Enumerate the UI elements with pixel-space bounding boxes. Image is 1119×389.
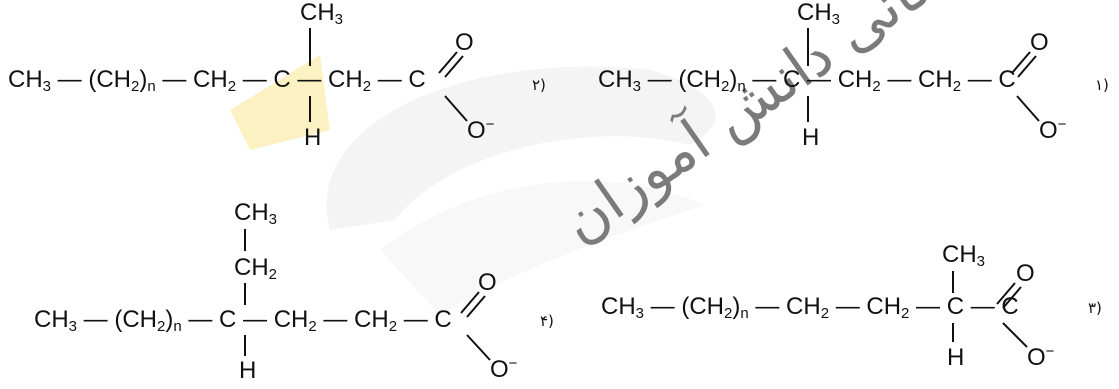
structure-3-anion-bond bbox=[1002, 322, 1028, 348]
structure-2-label: ۲) bbox=[532, 76, 546, 94]
structure-1-anion: O− bbox=[1039, 116, 1067, 144]
structure-4-ethyl-ch2: CH2 bbox=[234, 254, 277, 283]
structure-1-carbonyl-bond-1 bbox=[1011, 51, 1031, 74]
structure-3-carbonyl-bond-2 bbox=[1002, 286, 1022, 309]
structure-2-methyl-top: CH3 bbox=[300, 0, 343, 28]
structure-4-label: ۴) bbox=[540, 312, 554, 330]
structure-4-carbonyl-bond-1 bbox=[460, 291, 480, 314]
structure-3-main-chain: CH3 — (CH2)n — CH2 — CH2 — C — C bbox=[601, 293, 1019, 322]
structure-3-methyl-top: CH3 bbox=[942, 241, 985, 270]
structure-4-anion: O− bbox=[490, 355, 518, 383]
structure-2-carbonyl-o: O bbox=[455, 29, 474, 56]
structure-1-main-chain: CH3 — (CH2)n — C — CH2 — CH2 — C bbox=[598, 66, 1016, 95]
watermark-gray-shape-1 bbox=[326, 66, 716, 230]
watermark-gray-shape-2 bbox=[380, 180, 705, 315]
structure-1-carbonyl-o: O bbox=[1030, 29, 1049, 56]
structure-3: O CH3 CH3 — (CH2)n — CH2 — CH2 — C — C H… bbox=[601, 241, 1102, 371]
structure-2-carbonyl-bond-2 bbox=[444, 55, 464, 78]
structure-3-label: ۳) bbox=[1088, 299, 1102, 317]
watermark: کانال اطلاع رسانی دانش آموزان bbox=[230, 0, 1119, 315]
watermark-yellow-shape bbox=[230, 55, 330, 150]
structure-3-h: H bbox=[947, 344, 964, 371]
structure-2-h: H bbox=[304, 124, 321, 151]
structure-1-h: H bbox=[802, 124, 819, 151]
structure-2-anion-bond bbox=[444, 95, 468, 122]
structure-2-main-chain: CH3 — (CH2)n — CH2 — C — CH2 — C bbox=[8, 66, 426, 95]
structure-4-h: H bbox=[239, 357, 256, 384]
structure-1-anion-bond bbox=[1016, 95, 1040, 122]
structure-1-carbonyl-bond-2 bbox=[1017, 55, 1037, 78]
structure-3-anion: O− bbox=[1027, 343, 1055, 371]
structure-4-carbonyl-bond-2 bbox=[466, 295, 486, 318]
structure-4-anion-bond bbox=[466, 334, 491, 361]
structure-1-label: ۱) bbox=[1095, 76, 1109, 94]
structure-4-carbonyl-o: O bbox=[478, 269, 497, 296]
structure-3-carbonyl-o: O bbox=[1016, 260, 1035, 287]
structure-4-methyl-top: CH3 bbox=[234, 199, 277, 228]
structure-4-main-chain: CH3 — (CH2)n — C — CH2 — CH2 — C bbox=[34, 306, 452, 335]
structure-1: O CH3 CH3 — (CH2)n — C — CH2 — CH2 — C H… bbox=[598, 0, 1109, 151]
structure-3-carbonyl-bond-1 bbox=[996, 282, 1016, 305]
structure-2-carbonyl-bond-1 bbox=[438, 51, 458, 74]
